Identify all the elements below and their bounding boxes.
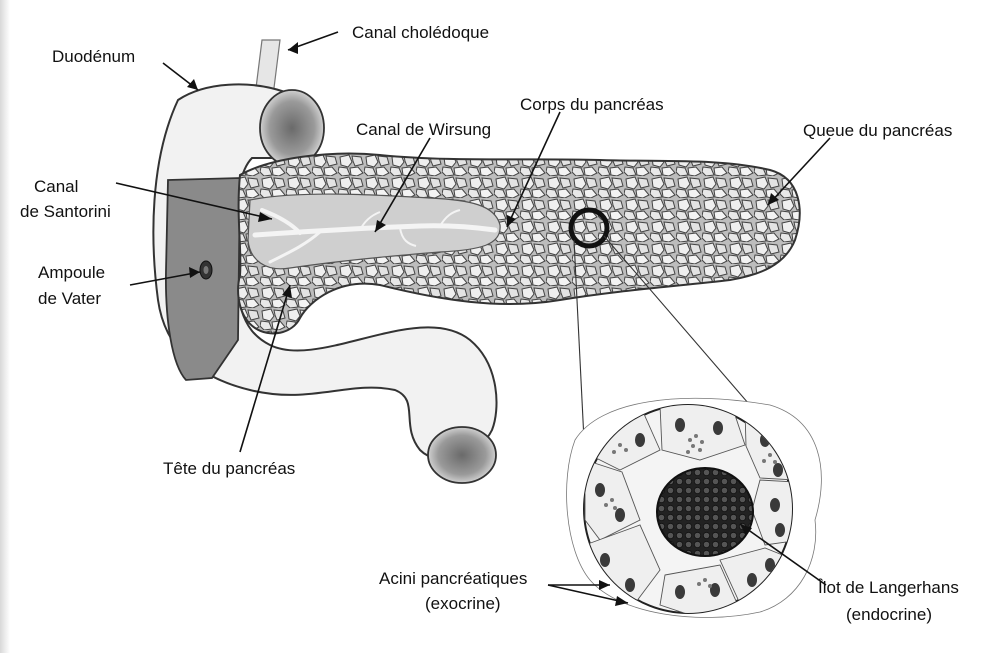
duodenum-lower-opening: [428, 427, 496, 483]
label-queue-pancreas: Queue du pancréas: [803, 121, 952, 140]
label-acini-2: (exocrine): [425, 594, 501, 613]
label-canal-wirsung: Canal de Wirsung: [356, 120, 491, 139]
label-corps-pancreas: Corps du pancréas: [520, 95, 664, 114]
label-canal-santorini-1: Canal: [34, 177, 78, 196]
label-acini-1: Acini pancréatiques: [379, 569, 527, 588]
label-ilot-2: (endocrine): [846, 605, 932, 624]
islet-of-langerhans: [657, 468, 753, 556]
label-ilot-1: Îlot de Langerhans: [817, 578, 959, 597]
label-ampoule-1: Ampoule: [38, 263, 105, 282]
label-duodenum: Duodénum: [52, 47, 135, 66]
label-canal-santorini-2: de Santorini: [20, 202, 111, 221]
label-tete-pancreas: Tête du pancréas: [163, 459, 295, 478]
label-canal-choledoque: Canal cholédoque: [352, 23, 489, 42]
label-ampoule-2: de Vater: [38, 289, 101, 308]
